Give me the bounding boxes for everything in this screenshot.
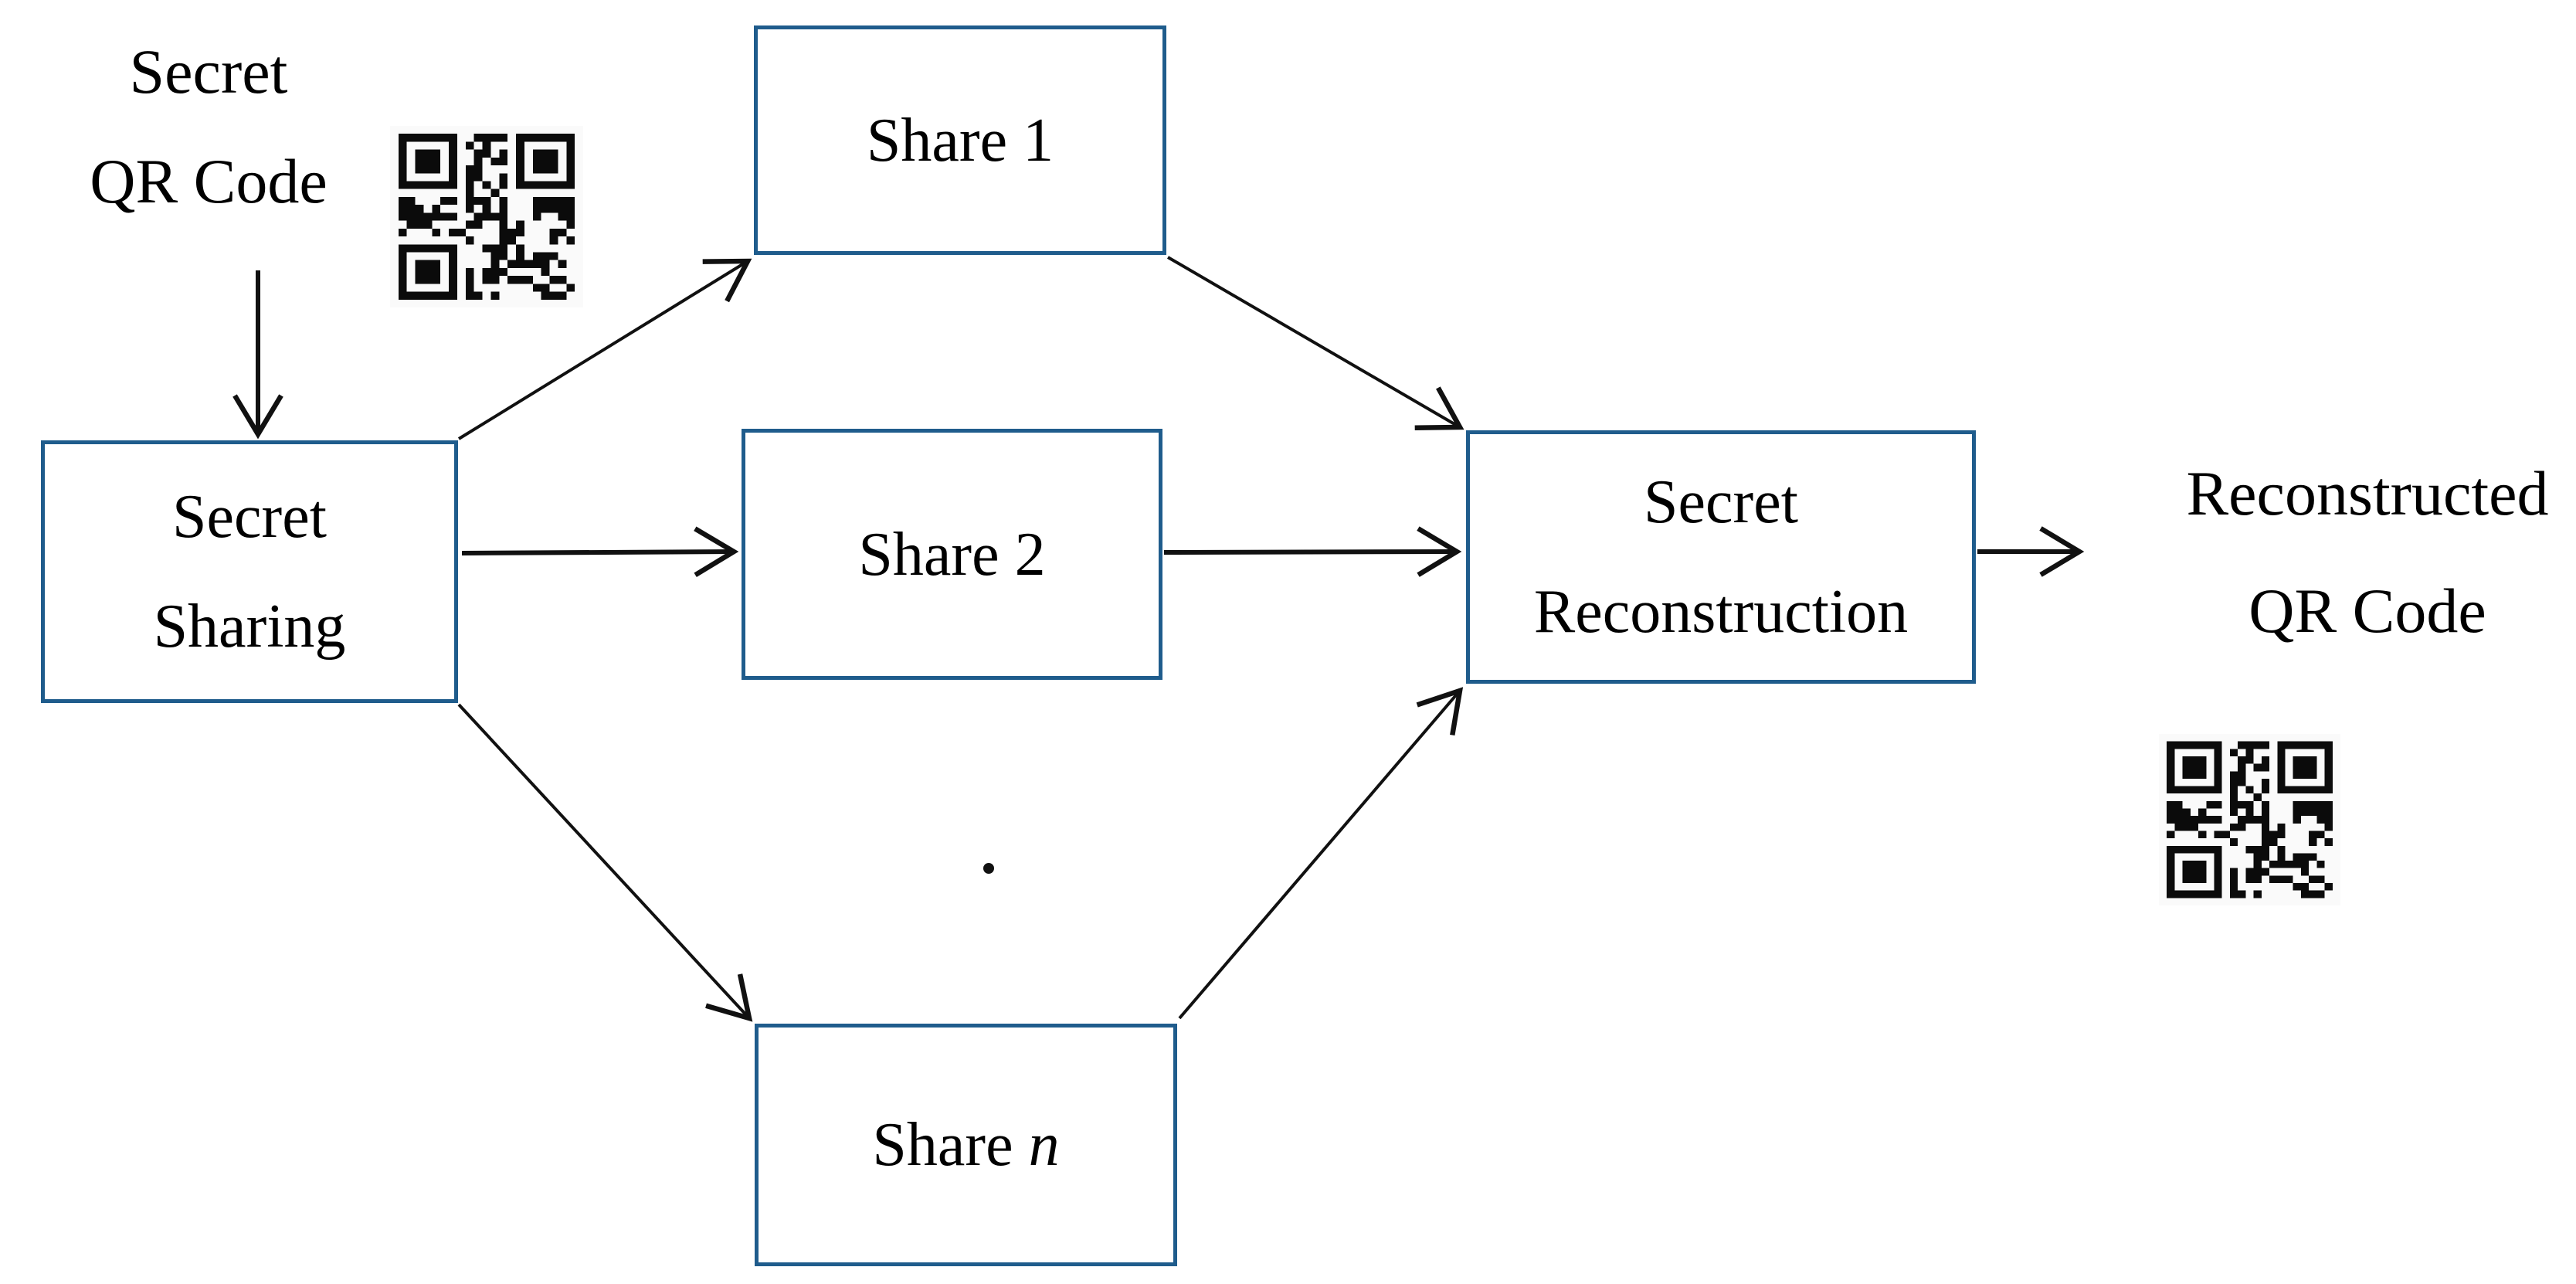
input-label-line1: Secret (129, 36, 288, 107)
node-secret-sharing: Secret Sharing (41, 440, 458, 703)
node-secret-reconstruction-line1: Secret (1644, 468, 1798, 536)
arrow-secret-sharing-to-share-1 (457, 258, 752, 440)
node-secret-reconstruction: Secret Reconstruction (1466, 430, 1976, 684)
node-secret-sharing-line1: Secret (172, 483, 327, 551)
output-label-reconstructed-qr-code: Reconstructed QR Code (2140, 435, 2576, 670)
arrow-share-1-to-secret-reconstruction (1166, 256, 1464, 431)
output-label-line1: Reconstructed (2186, 458, 2549, 528)
node-share-1-label: Share 1 (866, 106, 1054, 175)
node-secret-sharing-line2: Sharing (153, 593, 346, 661)
node-secret-reconstruction-line2: Reconstruction (1533, 578, 1909, 646)
input-label-line2: QR Code (90, 146, 328, 216)
arrow-secret-sharing-to-share-2 (461, 526, 739, 578)
node-share-n-prefix: Share (872, 1111, 1013, 1179)
reconstructed-qr-code-icon (2159, 734, 2340, 905)
arrow-secret-sharing-to-share-n (457, 703, 753, 1022)
arrow-share-n-to-secret-reconstruction (1178, 687, 1464, 1020)
node-share-n-variable: n (1028, 1111, 1060, 1179)
output-label-line2: QR Code (2248, 576, 2486, 646)
input-label-secret-qr-code: Secret QR Code (31, 17, 386, 236)
node-share-2-label: Share 2 (858, 520, 1046, 589)
secret-qr-code-icon (390, 126, 583, 307)
node-share-1: Share 1 (754, 25, 1166, 255)
ellipsis-dot (983, 863, 994, 874)
node-share-2: Share 2 (742, 429, 1162, 680)
